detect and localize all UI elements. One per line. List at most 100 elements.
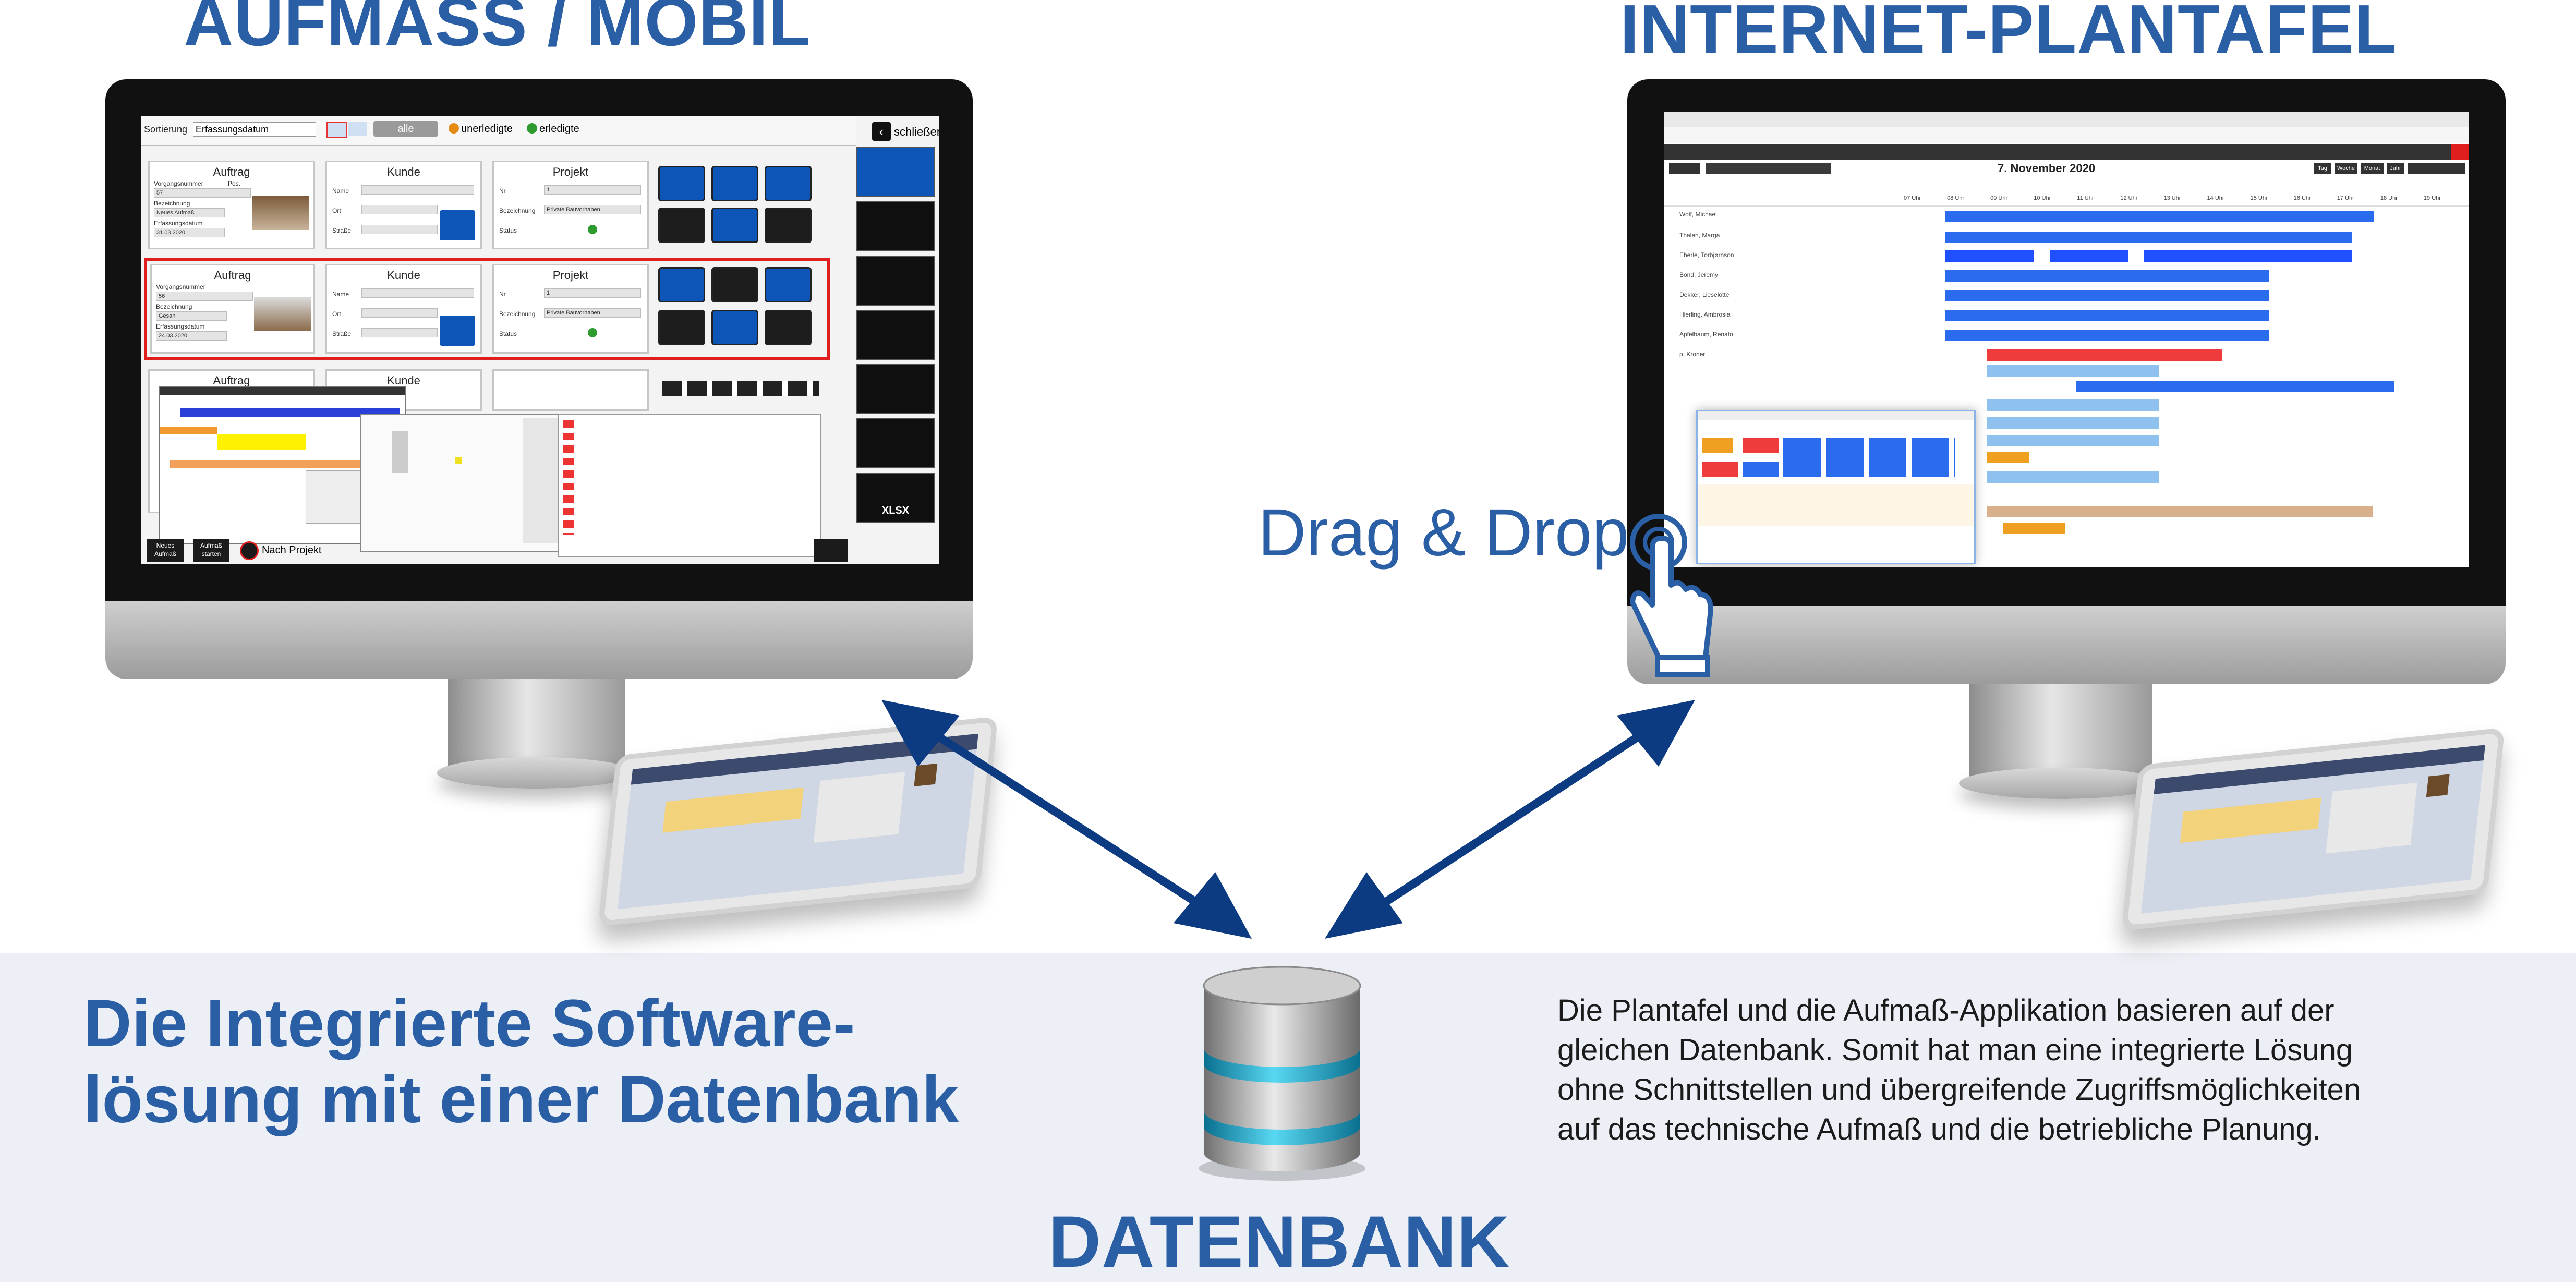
nach-projekt-toggle[interactable]: Nach Projekt [262,544,322,556]
settings-button[interactable] [2408,163,2465,174]
bezeichnung-field[interactable]: Gesan [156,311,227,321]
document-icon[interactable] [658,267,705,302]
edit-note-icon[interactable] [658,310,705,345]
schedule-bar[interactable] [1945,330,2269,341]
schedule-bar[interactable] [1987,349,2222,361]
schedule-bar[interactable] [2076,381,2394,392]
database-label: DATENBANK [1048,1201,1510,1282]
document-icon[interactable] [658,166,705,201]
name-field[interactable] [361,185,474,195]
row3-tool-buttons[interactable] [662,381,819,396]
view-tag-button[interactable]: Tag [2314,163,2331,174]
microphone-icon[interactable] [440,210,475,240]
schedule-bar[interactable] [1987,471,2159,483]
start-measurement-button[interactable]: Aufmaß starten [193,539,229,562]
schedule-bar[interactable] [1987,506,2373,517]
print-icon[interactable] [856,201,935,251]
date-field[interactable]: 24.03.2020 [156,331,227,341]
file-icon[interactable] [711,208,758,243]
camera-icon[interactable] [765,166,812,201]
schedule-bar[interactable] [2003,523,2065,534]
schedule-bar[interactable] [1987,435,2159,446]
projekt-card-3[interactable] [492,369,649,411]
nav-arrows[interactable] [1669,163,1700,174]
map-pin-icon[interactable] [856,418,935,468]
xlsx-export-icon[interactable]: XLSX [856,473,935,523]
view-month-button[interactable]: Monat [2361,163,2384,174]
mini-bars-group [1783,438,1955,477]
strasse-field[interactable] [361,225,438,234]
edit-measure-icon[interactable] [856,147,935,197]
elements-table[interactable] [558,414,821,557]
filter-all-button[interactable]: alle [373,121,438,137]
close-button[interactable]: schließen [894,125,939,138]
ort-field[interactable] [361,205,438,214]
edit-icon[interactable] [856,310,935,360]
dragged-plan-window[interactable] [1696,410,1976,564]
kunde-card-1[interactable]: Kunde Name Ort Straße [325,161,482,249]
projekt-bez-field[interactable]: Private Bauvorhaben [544,308,641,318]
schedule-bar[interactable] [1987,417,2159,429]
edit-note-icon[interactable] [658,208,705,243]
schedule-bar[interactable] [1945,211,2374,222]
ort-field[interactable] [361,308,438,318]
schedule-bar[interactable] [1945,250,2034,262]
microphone-icon[interactable] [440,316,475,346]
browser-addressbar[interactable] [1664,127,2469,143]
plan-close-button[interactable] [2451,144,2469,160]
schedule-bar[interactable] [1945,270,2269,282]
projekt-card-1[interactable]: Projekt Nr 1 Bezeichnung Private Bauvorh… [492,161,649,249]
schedule-bar[interactable] [2144,250,2352,262]
camera-icon[interactable] [765,267,812,302]
strasse-field[interactable] [361,328,438,337]
auftrag-card-1[interactable]: Auftrag Vorgangsnummer Pos. 57 Bezeichnu… [148,161,315,249]
sort-up-button[interactable] [326,122,347,138]
right-arrow-line [1359,726,1651,922]
schedule-bar[interactable] [1945,232,2352,243]
field-label: Straße [332,227,352,234]
projekt-nr-field[interactable]: 1 [544,288,641,298]
view-year-button[interactable]: Jahr [2387,163,2404,174]
thumbnail-image [252,196,309,230]
filter-done-button[interactable]: erledigte [539,123,579,135]
filter-open-button[interactable]: unerledigte [461,123,513,135]
field-label: Bezeichnung [499,310,536,318]
database-export-icon[interactable] [856,256,935,306]
copy-icon[interactable] [765,310,812,345]
nav-buttons[interactable] [1706,163,1831,174]
schedule-bar[interactable] [1987,452,2029,463]
projekt-bez-field[interactable]: Private Bauvorhaben [544,205,641,214]
right-monitor-chin [1627,606,2506,684]
schedule-bar[interactable] [2050,250,2128,262]
bezeichnung-field[interactable]: Neues Aufmaß [154,208,225,217]
settings-icon[interactable] [856,364,935,414]
gears-icon[interactable] [711,267,758,302]
file-icon[interactable] [711,310,758,345]
hour-label: 07 Uhr [1904,195,1921,201]
projekt-card-2[interactable]: Projekt Nr 1 Bezeichnung Private Bauvorh… [492,264,649,354]
drag-drop-label: Drag & Drop [1258,495,1629,570]
chevron-left-icon[interactable]: ‹ [872,122,891,141]
vorgang-field[interactable]: 57 [154,188,251,198]
toggle-icon[interactable] [240,541,259,560]
hour-label: 12 Uhr [2120,195,2138,201]
name-field[interactable] [361,288,474,298]
gears-icon[interactable] [711,166,758,201]
projekt-nr-field[interactable]: 1 [544,185,641,195]
xlsx-label: XLSX [881,505,910,516]
sort-select[interactable]: Erfassungsdatum [193,122,316,137]
kunde-card-2[interactable]: Kunde Name Ort Straße [325,264,482,354]
date-field[interactable]: 31.03.2020 [154,228,225,237]
auftrag-card-2[interactable]: Auftrag Vorgangsnummer 56 Bezeichnung Ge… [150,264,315,354]
sort-down-button[interactable] [348,122,367,136]
view-week-button[interactable]: Woche [2335,163,2357,174]
resource-label: Bond, Jeremy [1679,271,1719,278]
schedule-bar[interactable] [1945,290,2269,301]
schedule-bar[interactable] [1945,310,2269,321]
filter-icon[interactable] [814,539,848,562]
copy-icon[interactable] [765,208,812,243]
schedule-bar[interactable] [1987,399,2159,411]
vorgang-field[interactable]: 56 [156,292,253,301]
new-measurement-button[interactable]: Neues Aufmaß [147,539,184,562]
schedule-bar[interactable] [1987,365,2159,377]
